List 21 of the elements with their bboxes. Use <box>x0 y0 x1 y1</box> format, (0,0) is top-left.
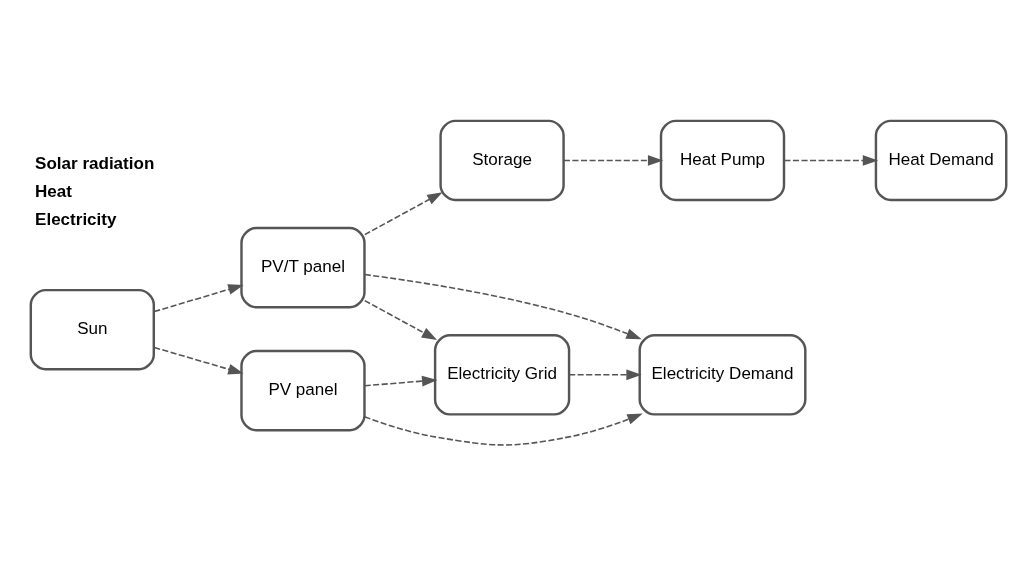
legend-label: Electricity <box>35 210 117 230</box>
arrow <box>364 299 438 341</box>
arrow <box>783 155 879 166</box>
arrow <box>153 346 244 375</box>
node-box: PV panel <box>240 349 366 432</box>
node-box: PV/T panel <box>240 226 366 309</box>
legend-label: Heat <box>35 182 72 202</box>
arrow <box>364 192 443 236</box>
arrow <box>364 375 438 387</box>
node-box: Heat Demand <box>874 119 1008 202</box>
node-box: Electricity Grid <box>433 333 571 416</box>
legend-label: Solar radiation <box>35 154 155 174</box>
arrow <box>568 369 642 381</box>
node-box: Electricity Demand <box>638 333 807 416</box>
node-box: Storage <box>439 119 565 202</box>
arrow <box>363 413 643 446</box>
arrow <box>364 273 642 340</box>
node-box: Sun <box>29 288 155 371</box>
arrow <box>153 284 244 313</box>
node-box: Heat Pump <box>659 119 786 202</box>
arrow <box>563 155 664 166</box>
